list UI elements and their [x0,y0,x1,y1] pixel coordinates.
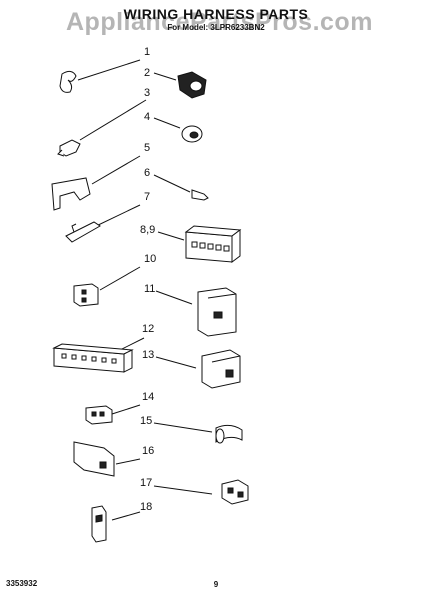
diagram-subtitle: For Model: 3LPR6233BN2 [167,23,265,32]
leader-line [153,485,213,495]
leader-line [91,155,141,185]
grommet-hole [189,131,199,139]
callout-label: 11 [144,283,155,295]
part-12[interactable]: 12 [52,323,154,373]
callout-label: 12 [142,323,154,335]
leader-line [155,356,197,369]
leader-line [99,266,141,291]
small-connector-pin [99,411,105,417]
receptacle-edge [211,355,241,363]
callout-label: 16 [142,445,154,457]
clip-part [59,70,77,93]
callout-label: 17 [140,477,152,489]
callout-label: 15 [140,415,152,427]
part-17[interactable]: 17 [140,477,249,505]
leader-line [155,290,193,305]
part-5[interactable]: 5 [51,142,150,211]
leader-line [153,174,191,193]
callout-label: 1 [144,46,150,58]
leader-line [111,511,141,521]
leader-line [91,204,141,229]
leader-line [111,404,141,415]
receptacle-body [201,349,241,389]
terminal-block-body [221,479,249,505]
callout-label: 10 [144,253,156,265]
part-3[interactable]: 3 [57,87,150,157]
callout-label: 3 [144,87,150,99]
leader-line [153,72,177,81]
clamp-ring [189,80,203,92]
terminal-block-screw [237,491,244,498]
part-13[interactable]: 13 [142,349,241,389]
part-7[interactable]: 7 [65,191,150,243]
callout-label: 6 [144,167,150,179]
callout-label: 5 [144,142,150,154]
callout-label: 8,9 [140,224,155,236]
strip-side [123,349,133,373]
part-16[interactable]: 16 [73,441,154,477]
callout-label: 4 [144,111,150,123]
leader-line [153,422,213,433]
part-10[interactable]: 10 [73,253,156,307]
callout-label: 13 [142,349,154,361]
leader-line [115,458,141,465]
small-connector-pin [91,411,97,417]
callout-label: 18 [140,501,152,513]
part-11[interactable]: 11 [144,283,237,337]
receptacle-hole [225,369,234,378]
page-number: 9 [213,580,219,589]
callout-label: 7 [144,191,150,203]
part-1[interactable]: 1 [59,46,150,93]
diagram-title: WIRING HARNESS PARTS [123,6,309,22]
part-18[interactable]: 18 [91,501,152,543]
callout-label: 2 [144,67,150,79]
connector-pins [191,241,230,252]
strap-tab [71,223,77,233]
housing-16-body [73,441,115,477]
strap-part [65,221,101,243]
callout-label: 14 [142,391,154,403]
connector-side [231,229,241,263]
plug-pin [81,297,87,303]
bracket-part [51,177,91,211]
leader-line [77,59,141,81]
part-14[interactable]: 14 [85,391,154,425]
leader-line [157,231,185,241]
diagram-header: WIRING HARNESS PARTS For Model: 3LPR6233… [0,6,432,32]
sleeve-end [215,428,225,444]
leader-line [153,117,181,129]
part-6[interactable]: 6 [144,167,209,201]
watermark: AppliancePartsPros.com [66,8,373,36]
wire-clip-tab [57,149,65,157]
clip-18-body [91,505,107,543]
housing-16-hole [99,461,107,469]
small-connector-body [85,405,113,425]
housing-window [213,311,223,319]
document-number: 3353932 [6,579,38,588]
housing-edge [207,293,237,299]
part-2[interactable]: 2 [144,67,207,99]
screw-part [191,189,209,201]
leader-line [79,99,147,141]
plug-pin [81,289,87,295]
part-15[interactable]: 15 [140,415,243,444]
terminal-block-screw [227,487,234,494]
part-4[interactable]: 4 [144,111,203,143]
plug-body [73,283,99,307]
clip-18-slot [95,514,103,523]
strip-slots [61,353,117,364]
part-8-9[interactable]: 8,9 [140,224,242,263]
